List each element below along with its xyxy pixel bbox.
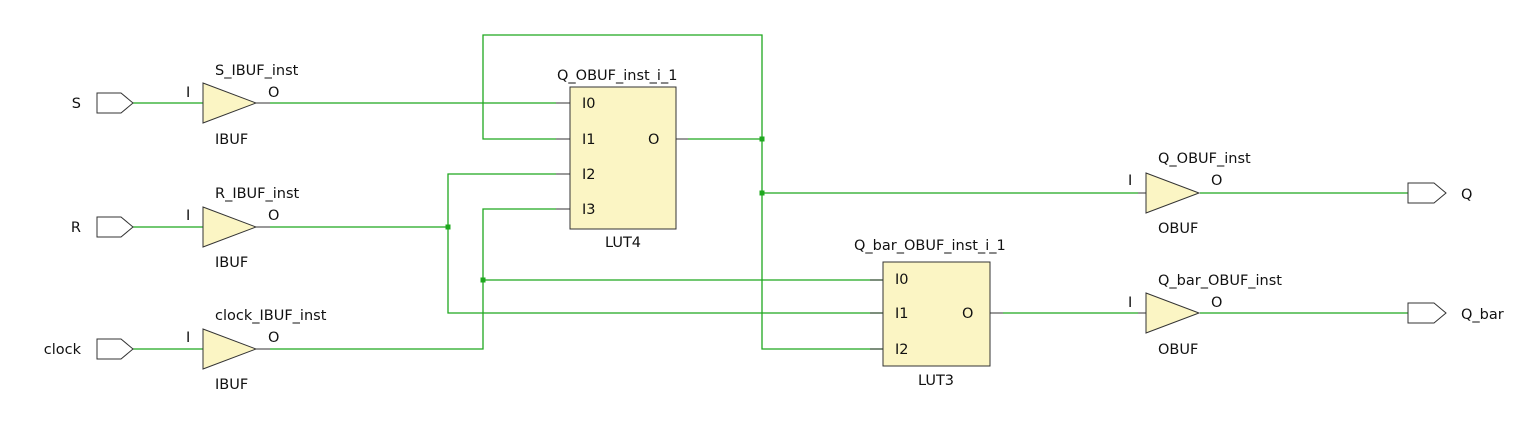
cell-s-ibuf[interactable]: S_IBUF_inst I O IBUF	[186, 63, 299, 148]
pin-label-i2: I2	[582, 167, 596, 183]
pin-label-i0: I0	[895, 272, 909, 288]
pin-label-out: O	[268, 85, 279, 101]
cell-instance-name: Q_bar_OBUF_inst_i_1	[854, 238, 1006, 254]
input-port-icon	[96, 338, 134, 360]
cell-instance-name: Q_OBUF_inst	[1158, 151, 1251, 167]
buffer-triangle-icon	[202, 328, 258, 370]
cell-type: IBUF	[215, 255, 248, 271]
cell-lut4[interactable]: Q_OBUF_inst_i_1 I0 I1 I2 I3 O LUT4	[556, 68, 688, 251]
port-label-clock: clock	[44, 342, 82, 358]
buffer-triangle-icon	[1145, 172, 1201, 214]
pin-label-in: I	[186, 85, 190, 101]
input-port-icon	[96, 92, 134, 114]
cell-instance-name: clock_IBUF_inst	[215, 308, 327, 324]
lut-body	[882, 261, 991, 367]
output-port-q-bar[interactable]: Q_bar	[1407, 302, 1504, 324]
pin-label-out: O	[962, 306, 973, 322]
cell-type: LUT3	[918, 373, 954, 389]
port-label-r: R	[71, 220, 81, 236]
buffer-triangle-icon	[1145, 292, 1201, 334]
cell-qbar-obuf[interactable]: Q_bar_OBUF_inst I O OBUF	[1128, 273, 1282, 358]
pin-label-i2: I2	[895, 342, 909, 358]
cell-type: OBUF	[1158, 342, 1198, 358]
cell-instance-name: Q_OBUF_inst_i_1	[557, 68, 677, 84]
output-port-icon	[1407, 302, 1447, 324]
pin-label-out: O	[268, 208, 279, 224]
pin-label-i3: I3	[582, 202, 596, 218]
pin-label-in: I	[186, 330, 190, 346]
junction-dot	[759, 136, 765, 142]
net-clock-to-lut4-i3[interactable]	[270, 208, 556, 350]
pin-label-i1: I1	[895, 306, 909, 322]
pin-label-in: I	[186, 208, 190, 224]
cell-q-obuf[interactable]: Q_OBUF_inst I O OBUF	[1128, 151, 1251, 237]
buffer-triangle-icon	[202, 82, 258, 124]
pin-label-out: O	[1211, 173, 1222, 189]
cell-type: IBUF	[215, 132, 248, 148]
cell-instance-name: S_IBUF_inst	[215, 63, 299, 79]
cell-lut3[interactable]: Q_bar_OBUF_inst_i_1 I0 I1 I2 O LUT3	[854, 238, 1006, 389]
junction-dot	[759, 190, 765, 196]
output-port-q[interactable]: Q	[1407, 182, 1472, 204]
net-lut4-feedback-to-i1[interactable]	[482, 34, 763, 140]
junctions	[445, 136, 765, 283]
port-label-q: Q	[1461, 187, 1472, 203]
pin-label-out: O	[1211, 295, 1222, 311]
pin-label-i1: I1	[582, 132, 596, 148]
port-label-q-bar: Q_bar	[1461, 307, 1504, 323]
cell-clock-ibuf[interactable]: clock_IBUF_inst I O IBUF	[186, 308, 327, 393]
pin-label-i0: I0	[582, 96, 596, 112]
output-port-icon	[1407, 182, 1447, 204]
input-port-r[interactable]: R	[71, 216, 134, 238]
pin-label-out: O	[648, 132, 659, 148]
pin-label-in: I	[1128, 173, 1132, 189]
cell-instance-name: Q_bar_OBUF_inst	[1158, 273, 1282, 289]
net-lut4-to-q-obuf[interactable]	[761, 139, 1138, 194]
cell-type: LUT4	[605, 235, 641, 251]
input-port-clock[interactable]: clock	[44, 338, 134, 360]
net-r-to-lut3-i1[interactable]	[447, 227, 883, 314]
input-port-s[interactable]: S	[72, 92, 134, 114]
input-port-icon	[96, 216, 134, 238]
cell-type: OBUF	[1158, 221, 1198, 237]
junction-dot	[480, 277, 486, 283]
net-lut4-to-lut3-i2[interactable]	[761, 193, 883, 350]
pin-label-out: O	[268, 330, 279, 346]
pin-label-in: I	[1128, 295, 1132, 311]
buffer-triangle-icon	[202, 206, 258, 248]
port-label-s: S	[72, 96, 81, 112]
junction-dot	[445, 224, 451, 230]
cell-type: IBUF	[215, 377, 248, 393]
cell-r-ibuf[interactable]: R_IBUF_inst I O IBUF	[186, 186, 300, 271]
lut-body	[569, 86, 677, 230]
cell-instance-name: R_IBUF_inst	[215, 186, 300, 202]
net-r-to-lut4-i2[interactable]	[447, 173, 556, 227]
